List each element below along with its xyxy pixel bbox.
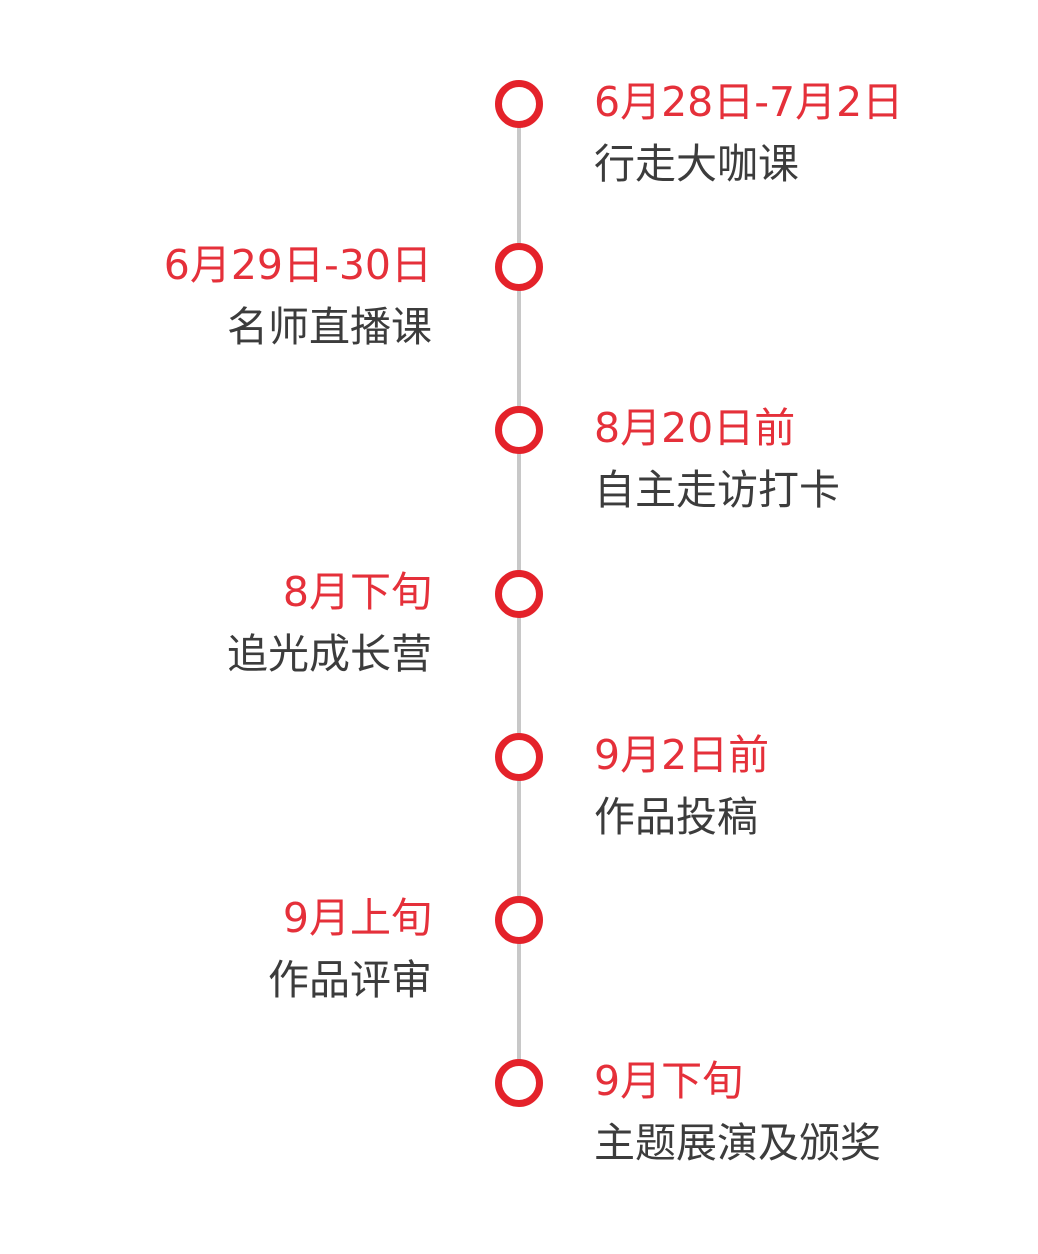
- timeline-node-circle-icon: [495, 1059, 543, 1108]
- event-title: 自主走访打卡: [594, 466, 840, 515]
- timeline-node-circle-icon: [495, 406, 543, 455]
- timeline-event: 9月2日前作品投稿: [594, 730, 994, 842]
- event-date: 9月上旬: [282, 894, 432, 942]
- event-title: 行走大咖课: [594, 140, 799, 188]
- event-date: 9月2日前: [594, 730, 770, 779]
- timeline-event: 9月下旬主题展演及颁奖: [594, 1056, 994, 1168]
- event-date: 8月20日前: [594, 404, 796, 453]
- event-date: 6月28日-7月2日: [594, 78, 904, 126]
- timeline-event: 8月下旬追光成长营: [32, 567, 432, 679]
- event-title: 名师直播课: [227, 303, 432, 352]
- event-date: 9月下旬: [594, 1057, 744, 1106]
- event-date: 6月29日-30日: [163, 241, 432, 290]
- event-title: 作品评审: [268, 956, 432, 1004]
- timeline-node-circle-icon: [495, 569, 543, 618]
- timeline-node-circle-icon: [495, 732, 543, 781]
- event-title: 作品投稿: [594, 792, 758, 841]
- timeline-event: 9月上旬作品评审: [32, 893, 432, 1005]
- timeline-event: 8月20日前自主走访打卡: [594, 403, 994, 515]
- timeline-event: 6月29日-30日名师直播课: [32, 240, 432, 352]
- timeline-event: 6月28日-7月2日行走大咖课: [594, 77, 994, 189]
- event-date: 8月下旬: [282, 567, 432, 616]
- event-title: 主题展演及颁奖: [594, 1119, 881, 1168]
- timeline-node-circle-icon: [495, 243, 543, 292]
- event-title: 追光成长营: [227, 629, 432, 678]
- timeline-node-circle-icon: [495, 80, 543, 128]
- timeline-node-circle-icon: [495, 896, 543, 944]
